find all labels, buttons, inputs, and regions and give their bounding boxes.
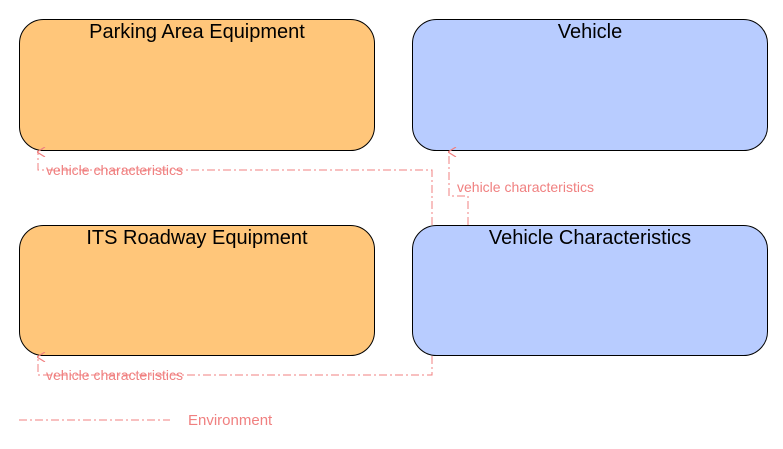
node-vehicle-characteristics[interactable]: Vehicle Characteristics	[412, 225, 768, 356]
flow-label: vehicle characteristics	[457, 179, 594, 195]
flow-to-its-roadway-equipment[interactable]: vehicle characteristics	[38, 356, 433, 383]
node-box	[412, 19, 768, 151]
node-box	[19, 225, 375, 356]
flow-to-parking-area-equipment[interactable]: vehicle characteristics	[38, 152, 433, 225]
flow-line	[38, 356, 433, 376]
node-vehicle[interactable]: Vehicle	[412, 19, 768, 151]
flow-line	[449, 152, 469, 225]
node-its-roadway-equipment[interactable]: ITS Roadway Equipment	[19, 225, 375, 356]
flow-to-vehicle[interactable]: vehicle characteristics	[449, 152, 594, 225]
node-title: Parking Area Equipment	[89, 21, 305, 43]
legend: Environment	[19, 412, 273, 429]
node-box	[412, 225, 768, 356]
node-title: Vehicle Characteristics	[489, 227, 691, 249]
node-title: Vehicle	[558, 21, 623, 43]
node-title: ITS Roadway Equipment	[86, 227, 308, 249]
flow-label: vehicle characteristics	[46, 367, 183, 383]
node-parking-area-equipment[interactable]: Parking Area Equipment	[19, 19, 375, 151]
node-box	[19, 19, 375, 151]
legend-label: Environment	[188, 412, 273, 429]
flow-label: vehicle characteristics	[46, 162, 183, 178]
flow-line	[38, 152, 433, 225]
